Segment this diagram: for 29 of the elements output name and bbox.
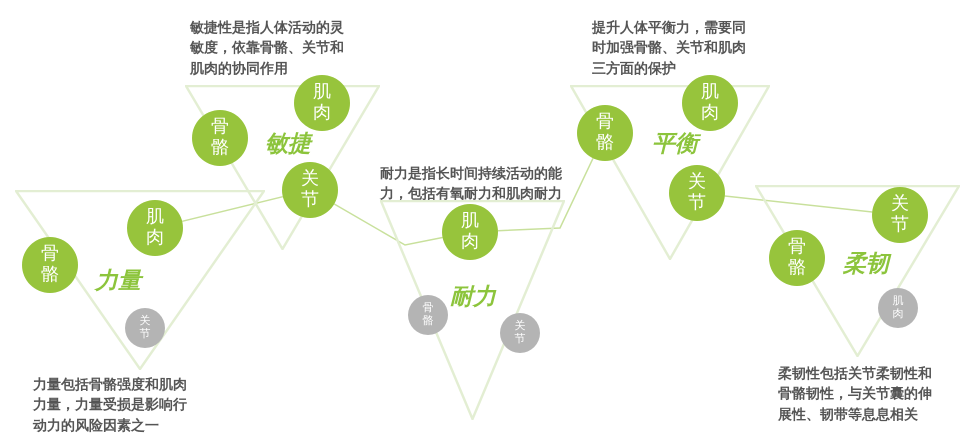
description-text: 耐力是指长时间持续活动的能力，包括有氧耐力和肌肉耐力 [380, 165, 563, 204]
circle-node: 肌肉 [682, 75, 738, 131]
circle-node: 肌肉 [442, 204, 498, 260]
connector-line [334, 203, 443, 246]
circle-node: 肌肉 [127, 200, 183, 256]
connector-line [724, 195, 872, 213]
circle-node: 关节 [282, 162, 338, 218]
group-title: 柔韧 [843, 253, 889, 276]
circle-node: 肌肉 [878, 288, 918, 328]
triangle-group [15, 190, 265, 370]
circle-node: 关节 [500, 313, 540, 353]
triangle-group [755, 185, 960, 357]
circle-node: 关节 [125, 308, 165, 348]
circle-node: 关节 [669, 165, 725, 221]
circle-node: 肌肉 [294, 75, 350, 131]
triangle-group [380, 200, 565, 420]
circle-node: 骨骼 [22, 237, 78, 293]
connector-line [182, 196, 283, 222]
group-title: 敏捷 [265, 133, 311, 156]
group-title: 耐力 [450, 286, 496, 309]
description-text: 柔韧性包括关节柔韧性和骨骼韧性，与关节囊的伸展性、韧带等息息相关 [778, 365, 933, 425]
circle-node: 骨骼 [577, 105, 633, 161]
circle-node: 关节 [872, 187, 928, 243]
description-text: 力量包括骨骼强度和肌肉力量，力量受损是影响行动力的风险因素之一 [33, 376, 188, 436]
circle-node: 骨骼 [408, 295, 448, 335]
circle-node: 骨骼 [192, 110, 248, 166]
circle-node: 骨骼 [769, 230, 825, 286]
group-title: 力量 [95, 270, 141, 293]
connector-line [498, 158, 594, 232]
